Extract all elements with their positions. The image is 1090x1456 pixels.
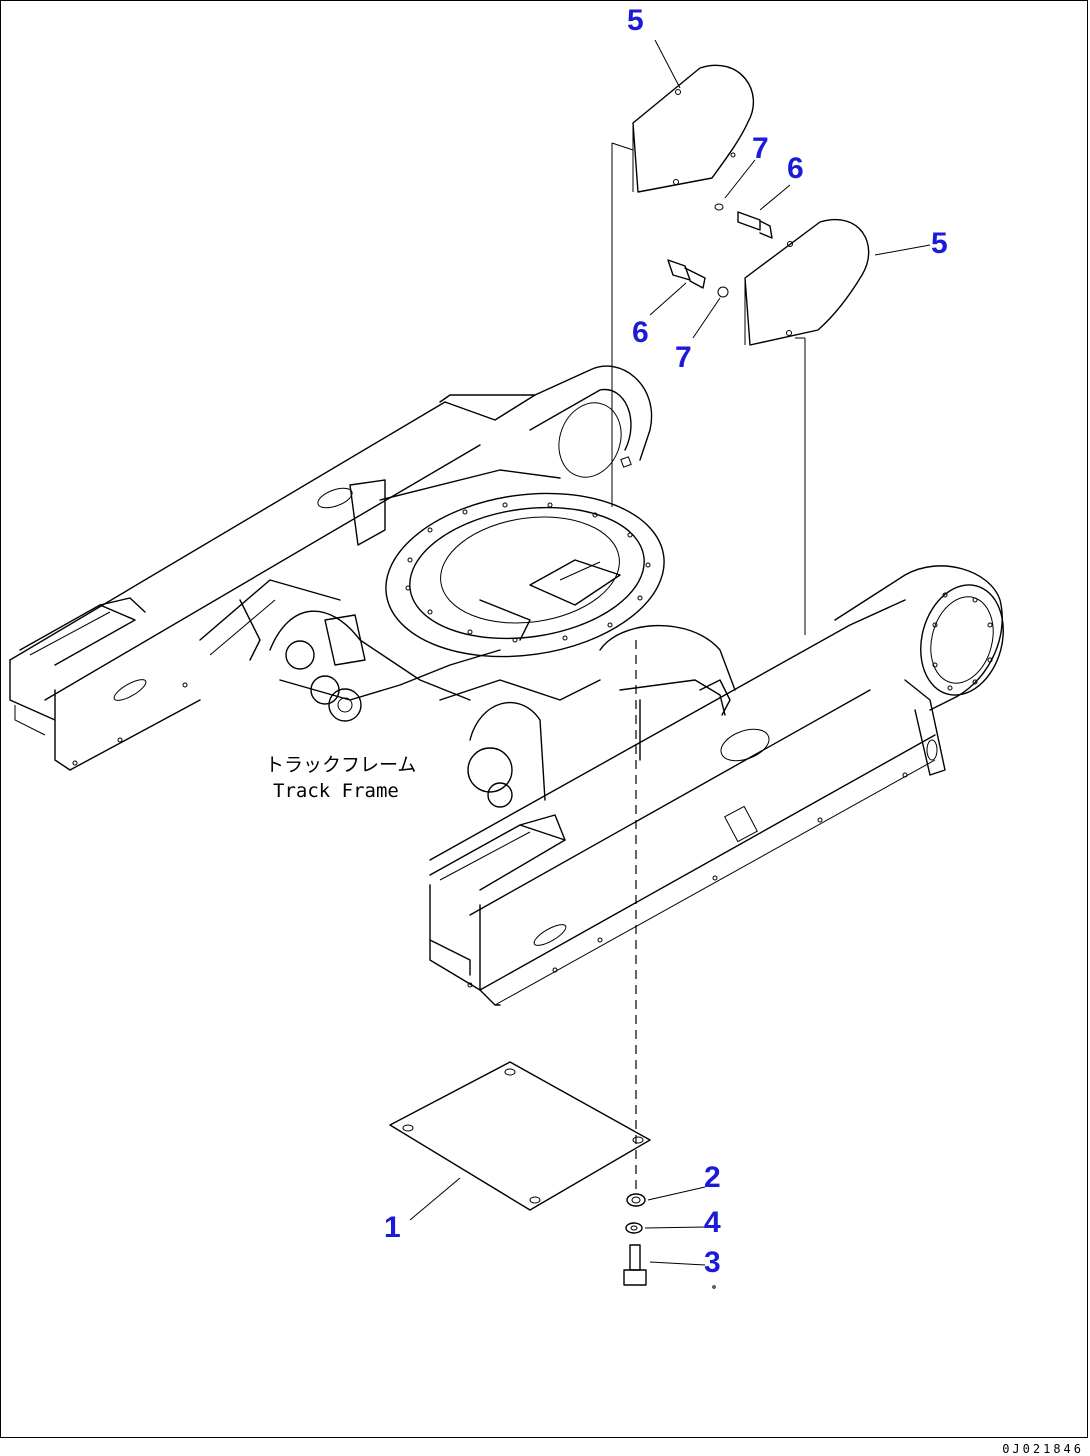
callout-3: 3 [704, 1246, 721, 1279]
bolt-upper[interactable] [714, 203, 773, 239]
leader-lines [409, 39, 931, 1266]
callout-5-upper: 5 [627, 4, 644, 37]
callout-6-upper: 6 [787, 152, 804, 185]
callout-7-lower: 7 [675, 341, 692, 374]
callout-7-upper: 7 [752, 132, 769, 165]
callout-1: 1 [384, 1211, 401, 1244]
callout-5-lower: 5 [931, 227, 948, 260]
cover-plate-lower[interactable] [744, 219, 870, 346]
track-frame [9, 365, 1004, 1006]
cover-plate-upper[interactable] [632, 64, 754, 193]
frame-label-en: Track Frame [273, 780, 399, 802]
nut[interactable] [626, 1193, 646, 1207]
callout-2: 2 [704, 1161, 721, 1194]
callout-6-lower: 6 [632, 316, 649, 349]
callout-4: 4 [704, 1206, 721, 1239]
bolt-lower[interactable] [667, 259, 729, 298]
bottom-cover-plate[interactable] [389, 1061, 651, 1211]
frame-label-jp: トラックフレーム [265, 754, 416, 776]
bolt-bottom[interactable] [623, 1244, 647, 1286]
drawing-number: 0J021846 [1002, 1442, 1084, 1456]
washer[interactable] [625, 1222, 643, 1234]
